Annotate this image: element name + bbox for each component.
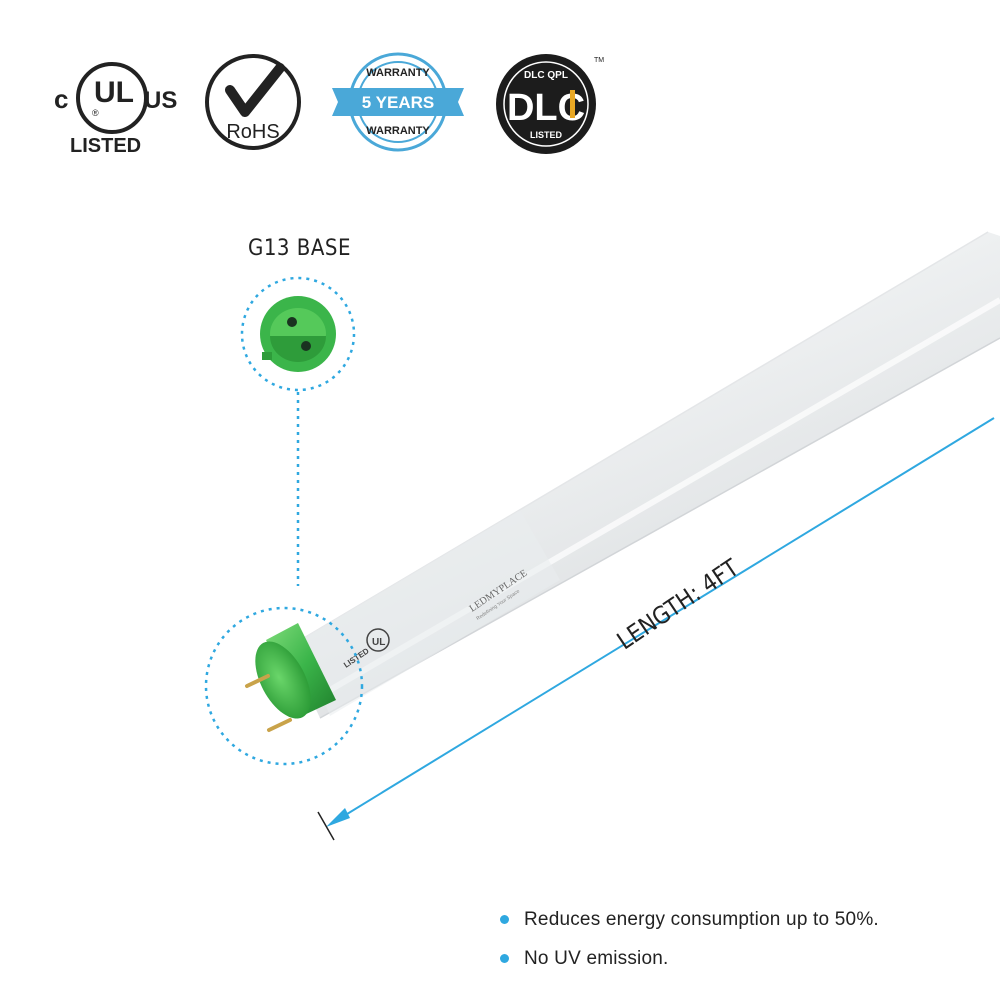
ul-c-text: c [54, 84, 68, 114]
tube-ul-mark-text: UL [372, 637, 385, 648]
warranty-bottom-text: WARRANTY [366, 125, 430, 137]
dlc-tm-text: TM [594, 57, 604, 64]
warranty-badge: WARRANTY 5 YEARS WARRANTY [332, 52, 464, 152]
end-cap-callout-circle [204, 606, 364, 766]
ul-listed-text: LISTED [70, 135, 141, 157]
ul-listed-badge: c UL ® US LISTED [54, 62, 177, 157]
rohs-badge: RoHS [205, 54, 301, 150]
base-detail-callout [240, 276, 356, 392]
arrow-left-icon [326, 808, 350, 827]
ul-mark-text: UL [94, 76, 134, 109]
feature-item: No UV emission. [500, 939, 879, 978]
warranty-years-text: 5 YEARS [362, 93, 434, 112]
feature-item: Reduces energy consumption up to 50%. [500, 900, 879, 939]
ul-registered-text: ® [92, 108, 99, 118]
length-dimension-line [317, 417, 995, 841]
dlc-badge: DLC QPL DLC LISTED TM [496, 54, 604, 154]
feature-list: Reduces energy consumption up to 50%. No… [500, 900, 879, 978]
bullet-icon [500, 915, 509, 924]
tube-end-cap [255, 623, 336, 719]
bullet-icon [500, 954, 509, 963]
warranty-top-text: WARRANTY [366, 67, 430, 79]
g13-base-label: G13 BASE [248, 236, 351, 261]
rohs-text: RoHS [226, 121, 279, 143]
tube-body [286, 231, 1000, 719]
ul-us-text: US [144, 87, 177, 114]
dlc-top-text: DLC QPL [524, 70, 568, 81]
feature-text: Reduces energy consumption up to 50%. [524, 909, 879, 930]
feature-text: No UV emission. [524, 948, 669, 969]
checkmark-icon [225, 63, 285, 117]
g13-pins [245, 674, 292, 732]
dlc-bottom-text: LISTED [530, 130, 563, 140]
